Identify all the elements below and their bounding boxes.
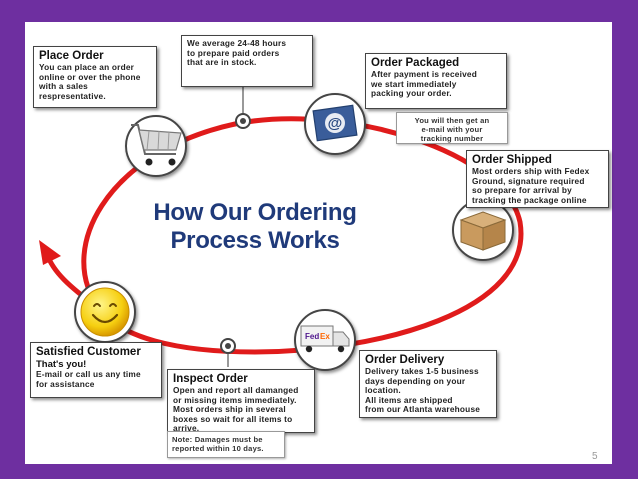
note-body: We average 24-48 hours to prepare paid o… (187, 38, 287, 68)
cart-glyph (131, 124, 182, 166)
step-title: Order Delivery (365, 354, 445, 366)
step-order-delivery: Order Delivery Delivery takes 1-5 busine… (359, 350, 497, 418)
step-order-packaged: Order Packaged After payment is received… (365, 53, 507, 109)
step-body: After payment is received we start immed… (371, 69, 477, 99)
step-title: Place Order (39, 50, 104, 62)
step-body: Delivery takes 1-5 business days dependi… (365, 366, 481, 415)
step-title: Satisfied Customer (36, 346, 141, 358)
box-glyph (459, 211, 507, 251)
note-tracking: You will then get an e-mail with your tr… (396, 112, 508, 144)
step-title: Order Packaged (371, 57, 460, 69)
step-place-order: Place Order You can place an order onlin… (33, 46, 157, 108)
svg-text:Fed: Fed (305, 332, 319, 341)
note-processing: We average 24-48 hours to prepare paid o… (181, 35, 313, 87)
truck-glyph: Fed Ex (300, 325, 350, 353)
step-body: Most orders ship with Fedex Ground, sign… (472, 166, 590, 205)
title-line-1: How Our Ordering (153, 199, 357, 226)
slide: @ Fed Ex (25, 22, 612, 464)
diagram-title: How Our Ordering Process Works (125, 199, 385, 255)
step-title: Inspect Order (173, 373, 248, 385)
step-subtitle: That's you! (36, 359, 87, 370)
smiley-glyph (80, 287, 130, 337)
envelope-glyph: @ (312, 104, 358, 142)
title-line-2: Process Works (170, 227, 340, 254)
step-order-shipped: Order Shipped Most orders ship with Fede… (466, 150, 609, 208)
svg-text:@: @ (328, 115, 343, 132)
note-damages: Note: Damages must be reported within 10… (167, 431, 285, 458)
process-diagram: @ Fed Ex (39, 87, 524, 371)
step-body: Open and report all damanged or missing … (173, 385, 299, 434)
step-inspect-order: Inspect Order Open and report all damang… (167, 369, 315, 433)
step-title: Order Shipped (472, 154, 552, 166)
return-arrowhead (39, 240, 61, 265)
page-number: 5 (592, 451, 598, 462)
connector-dot-bottom (220, 338, 236, 367)
step-body: You can place an order online or over th… (39, 62, 141, 101)
connector-dot-top (235, 87, 251, 129)
svg-text:Ex: Ex (320, 332, 330, 341)
step-body: E-mail or call us any time for assistanc… (36, 369, 141, 389)
step-satisfied-customer: Satisfied Customer That's you! E-mail or… (30, 342, 162, 398)
